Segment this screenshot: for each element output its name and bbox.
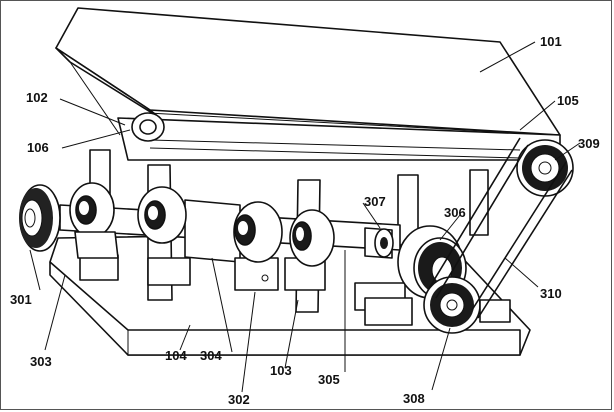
label-104: 104 <box>165 348 187 363</box>
reference-labels: 101 102 105 106 309 307 306 301 310 303 … <box>10 34 600 407</box>
bearing-block-3 <box>233 201 283 291</box>
label-102: 102 <box>26 90 48 105</box>
bearing-block-2 <box>137 186 191 286</box>
drive-belt <box>427 137 573 319</box>
bearing-block-1 <box>69 182 119 281</box>
label-106: 106 <box>27 140 49 155</box>
label-310: 310 <box>540 286 562 301</box>
lower-pulley <box>423 276 511 334</box>
bearing-blocks <box>69 182 335 291</box>
label-105: 105 <box>557 93 579 108</box>
label-308: 308 <box>403 391 425 406</box>
label-101: 101 <box>540 34 562 49</box>
top-roller <box>131 112 521 142</box>
leader-lines <box>29 41 581 393</box>
label-303: 303 <box>30 354 52 369</box>
upper-pulley <box>516 139 574 197</box>
label-309: 309 <box>578 136 600 151</box>
label-305: 305 <box>318 372 340 387</box>
label-304: 304 <box>200 348 222 363</box>
spur-gear <box>19 184 61 252</box>
top-platform <box>55 7 561 161</box>
label-306: 306 <box>444 205 466 220</box>
label-301: 301 <box>10 292 32 307</box>
label-307: 307 <box>364 194 386 209</box>
coupling <box>364 227 394 259</box>
label-302: 302 <box>228 392 250 407</box>
label-103: 103 <box>270 363 292 378</box>
bearing-block-4 <box>284 209 335 291</box>
